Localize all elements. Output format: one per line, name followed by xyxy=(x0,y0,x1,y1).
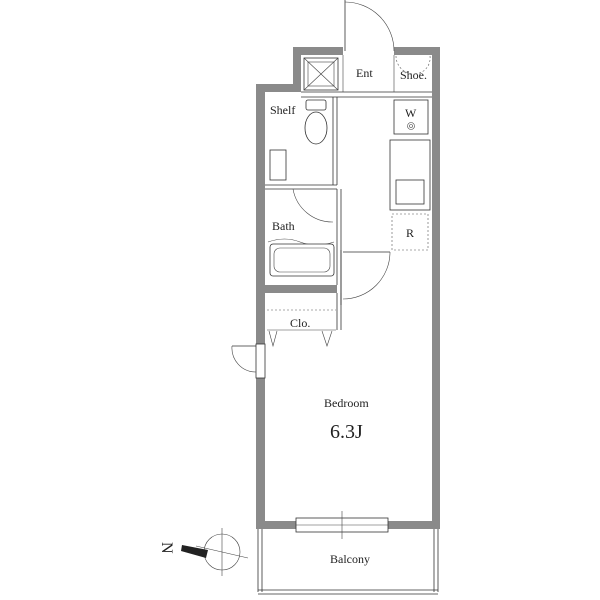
shelf-label: Shelf xyxy=(270,103,295,117)
room-labels: Ent Shoe. Shelf W Bath R Clo. Bedroom 6.… xyxy=(158,66,427,566)
refrigerator-space xyxy=(391,213,429,251)
bath-label: Bath xyxy=(272,219,295,233)
kitchen-door xyxy=(342,251,391,300)
compass-icon xyxy=(181,528,249,576)
toilet xyxy=(269,99,328,181)
exterior-walls xyxy=(256,47,440,529)
bathtub xyxy=(267,238,335,277)
entrance-label: Ent xyxy=(356,66,373,80)
interior-partitions xyxy=(265,55,432,330)
bedroom-size-label: 6.3J xyxy=(330,421,363,443)
washer-area xyxy=(393,99,429,135)
refrigerator-label: R xyxy=(406,226,414,240)
side-window-door xyxy=(231,343,266,379)
washer-label: W xyxy=(405,106,417,120)
balcony xyxy=(257,529,439,595)
shoe-label: Shoe. xyxy=(400,68,427,82)
entrance-door xyxy=(344,0,395,52)
closet xyxy=(267,309,336,348)
toilet-door xyxy=(292,188,334,223)
shoe-cabinet xyxy=(395,55,431,75)
balcony-window xyxy=(295,511,389,539)
kitchen-counter xyxy=(389,139,431,211)
bedroom-label: Bedroom xyxy=(324,396,369,410)
compass-north-label: N xyxy=(158,542,175,554)
closet-label: Clo. xyxy=(290,316,310,330)
balcony-label: Balcony xyxy=(330,552,370,566)
pipe-shaft xyxy=(303,57,339,91)
